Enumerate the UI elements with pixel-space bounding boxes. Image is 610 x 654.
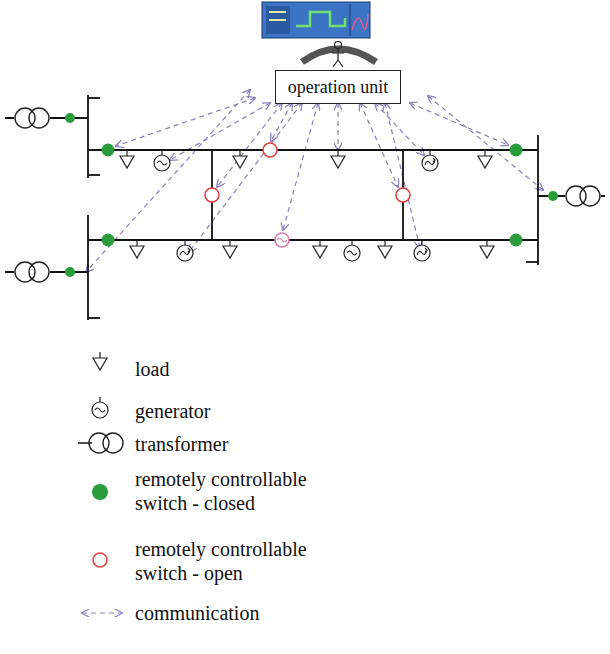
open-switch-generator (275, 233, 289, 247)
network-lines (88, 97, 100, 99)
closed-switch (65, 113, 75, 123)
monitor-icon (269, 19, 286, 21)
legend-text: communication (135, 601, 350, 625)
network-lines (5, 95, 605, 320)
communication-links (116, 98, 255, 146)
load-symbol (120, 150, 494, 258)
legend-text: transformer (135, 432, 350, 456)
operator-desk (302, 49, 376, 62)
open-switch-generator (277, 238, 287, 242)
closed-switch (510, 144, 523, 157)
legend-entry: remotely controllable switch - open (135, 537, 350, 585)
node-label: operation unit (288, 77, 388, 98)
load-symbol (233, 150, 247, 168)
communication-links (271, 103, 292, 141)
transformer-symbol (565, 184, 601, 208)
legend-text: remotely controllable switch - closed (135, 467, 350, 515)
load-symbol (378, 240, 392, 258)
communication-links (410, 103, 508, 145)
generator-symbol (344, 240, 360, 261)
communication-links (86, 90, 543, 272)
legend-swatch (92, 484, 108, 500)
open-switch (205, 143, 410, 202)
monitor-icon (296, 12, 345, 26)
legend-text: load (135, 357, 350, 381)
network-lines (88, 149, 538, 151)
communication-links (360, 103, 398, 187)
legend-entry: transformer (135, 432, 350, 456)
operator-desk (302, 42, 376, 68)
monitor-icon (352, 14, 368, 30)
load-symbol (120, 150, 134, 168)
legend-samples (78, 352, 123, 613)
monitor-icon (266, 6, 290, 34)
legend-samples (89, 433, 123, 453)
closed-switch (102, 234, 115, 247)
legend-entry: load (135, 357, 350, 381)
communication-links (428, 96, 543, 190)
load-symbol (130, 240, 144, 258)
network-lines (88, 174, 100, 176)
load-symbol (313, 240, 327, 258)
load-symbol (480, 240, 494, 258)
transformer-symbol (15, 108, 49, 128)
monitor-icon (350, 4, 351, 36)
legend-entry: communication (135, 601, 350, 625)
closed-switch (65, 113, 558, 277)
legend-samples (93, 352, 107, 370)
transformer-symbol (14, 260, 50, 284)
network-lines (88, 239, 538, 241)
transformer-symbol (15, 262, 49, 282)
operation-box: operation unit (275, 70, 401, 104)
closed-switch (548, 191, 558, 201)
operator-desk (332, 49, 344, 67)
legend-samples (78, 442, 92, 444)
legend-samples (93, 553, 107, 567)
legend-entry: remotely controllable switch - closed (135, 467, 350, 515)
open-switch (263, 143, 277, 157)
open-switch (396, 188, 410, 202)
monitor-icon (262, 2, 370, 38)
legend-text: remotely controllable switch - open (135, 537, 350, 585)
closed-switch (510, 234, 523, 247)
closed-switch (102, 144, 115, 157)
communication-links (375, 103, 424, 155)
network-lines (87, 215, 89, 320)
load-symbol (331, 150, 345, 168)
communication-links (385, 103, 420, 248)
closed-switch (65, 267, 75, 277)
transformer-symbol (14, 106, 50, 130)
network-lines (87, 95, 89, 178)
open-switch (205, 188, 219, 202)
operator-desk (335, 42, 342, 49)
legend-samples (82, 612, 122, 613)
transformer-symbol (14, 106, 601, 284)
transformer-symbol (566, 186, 600, 206)
communication-links (217, 103, 282, 187)
generator-symbol (422, 150, 438, 171)
network-lines (537, 135, 539, 265)
legend-samples (92, 397, 108, 418)
communication-links (337, 103, 338, 150)
network-lines (526, 261, 538, 263)
load-symbol (223, 240, 237, 258)
generator-symbol (177, 240, 193, 261)
communication-links (189, 103, 302, 252)
generator-symbol (154, 150, 170, 171)
legend-entry: generator (135, 399, 350, 423)
legend-text: generator (135, 399, 350, 423)
open-switch-generator (275, 233, 289, 247)
communication-links (86, 90, 250, 272)
generator-symbol (154, 150, 438, 261)
generator-symbol (414, 240, 430, 261)
monitor-icon (269, 11, 286, 13)
load-symbol (478, 150, 492, 168)
communication-links (283, 103, 318, 230)
network-lines (88, 317, 100, 319)
communication-links (170, 103, 270, 160)
monitor-icon (262, 2, 370, 38)
